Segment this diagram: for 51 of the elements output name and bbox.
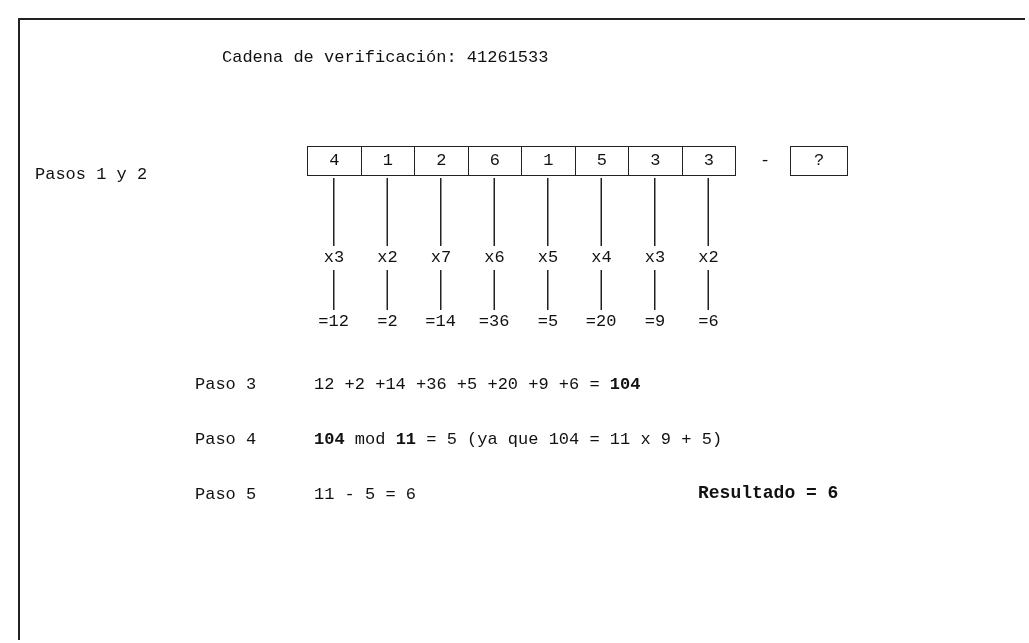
multiplier-text: x3: [644, 248, 666, 268]
product-text: =36: [478, 312, 510, 332]
digit-cell: 6: [467, 146, 522, 176]
step-label: Paso 4: [195, 430, 257, 450]
digit-cell: 3: [681, 146, 736, 176]
separator-dash: -: [760, 151, 771, 171]
connector-line: [600, 177, 602, 247]
connector-line: [654, 269, 656, 311]
connector-line: [440, 269, 442, 311]
connector-line: [707, 269, 709, 311]
step-label: Paso 3: [195, 375, 257, 395]
connector-line: [386, 269, 388, 311]
connector-line: [654, 177, 656, 247]
modulo-expression: 104 mod 11 = 5 (ya que 104 = 11 x 9 + 5): [314, 430, 723, 450]
product-text: =5: [537, 312, 559, 332]
connector-line: [547, 269, 549, 311]
digit-cell: 2: [414, 146, 469, 176]
connector-line: [707, 177, 709, 247]
step-label: Paso 5: [195, 485, 257, 505]
subtraction-expression: 11 - 5 = 6: [314, 485, 417, 505]
multiplier-text: x7: [430, 248, 452, 268]
multiplier-text: x2: [377, 248, 398, 268]
connector-line: [333, 269, 335, 311]
connector-line: [333, 177, 335, 247]
digit-cell: 4: [307, 146, 362, 176]
multiplier-text: x6: [484, 248, 505, 268]
product-text: =14: [425, 312, 456, 332]
connector-line: [386, 177, 388, 247]
check-digit-cell: ?: [790, 146, 848, 176]
sum-expression: 12 +2 +14 +36 +5 +20 +9 +6 = 104: [314, 375, 641, 395]
digit-cell: 3: [628, 146, 683, 176]
result-text: Resultado = 6: [698, 483, 839, 503]
product-text: =20: [585, 312, 617, 332]
multiplier-text: x2: [698, 248, 719, 268]
digit-cell: 1: [521, 146, 576, 176]
title: Cadena de verificación: 41261533: [222, 48, 549, 68]
connector-line: [600, 269, 602, 311]
connector-line: [493, 177, 495, 247]
product-text: =6: [698, 312, 719, 332]
digit-cell: 1: [360, 146, 415, 176]
product-text: =2: [377, 312, 398, 332]
multiplier-text: x5: [537, 248, 559, 268]
connector-line: [547, 177, 549, 247]
multiplier-text: x4: [591, 248, 612, 268]
product-text: =12: [318, 312, 349, 332]
step-label: Pasos 1 y 2: [35, 165, 148, 185]
multiplier-text: x3: [323, 248, 345, 268]
digit-cell: 5: [574, 146, 629, 176]
connector-line: [493, 269, 495, 311]
connector-line: [440, 177, 442, 247]
product-text: =9: [644, 312, 666, 332]
